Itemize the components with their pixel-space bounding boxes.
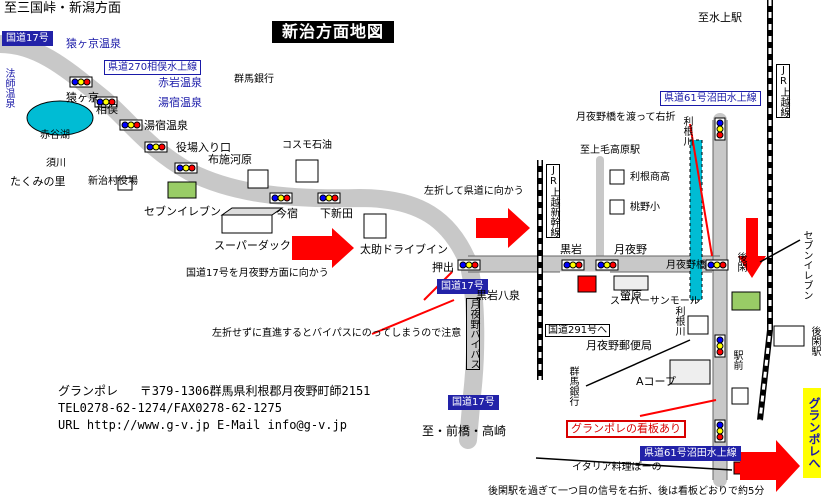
place-shimoshinden: 下新田 <box>320 207 353 220</box>
akaya-lake <box>26 100 94 136</box>
place-gokan-station: 後閑駅 <box>809 326 820 356</box>
seven1-bldg <box>167 181 197 199</box>
place-kuroiwa: 黒岩 <box>560 243 582 256</box>
route-r61-bottom: 県道61号沼田水上線 <box>640 446 741 461</box>
note-granpole-sign: グランポレの看板あり <box>566 420 686 438</box>
place-seven1: セブンイレブン <box>144 205 221 218</box>
place-imashuku: 今宿 <box>276 207 298 220</box>
tasuke-sign <box>363 213 387 239</box>
place-oshide: 押出 <box>432 261 454 274</box>
direction-top-left: 至三国峠・新潟方面 <box>4 1 122 16</box>
momono-bldg <box>609 199 625 215</box>
place-akayako: 赤谷湖 <box>40 130 70 141</box>
river-label-1: 利根川 <box>681 116 692 146</box>
place-a-coop: Aコープ <box>636 375 676 388</box>
place-kuroiwa-hassen: 黒岩八泉 <box>476 289 520 302</box>
arrow-r17 <box>292 228 354 268</box>
black-callout-lines <box>535 239 801 471</box>
kanban-post <box>731 387 749 405</box>
place-gokan: 後閑 <box>735 252 746 272</box>
place-tasuke: 太助ドライブイン <box>360 243 448 256</box>
place-gunma-bank-bottom: 群馬銀行 <box>567 366 578 406</box>
contact-line-1: グランポレ 〒379-1306群馬県利根郡月夜野町師2151 <box>58 384 370 399</box>
bank-top-bldg <box>247 169 269 189</box>
place-post: 月夜野郵便局 <box>586 339 652 352</box>
traffic-signals <box>69 76 729 443</box>
place-yakuba-iriguchi: 役場入り口 <box>176 141 231 154</box>
rail-joetsu <box>757 0 773 421</box>
onsen-sarugakyo: 猿ヶ京温泉 <box>66 37 121 50</box>
post-bldg <box>577 275 597 293</box>
contact-web: URL http://www.g-v.jp E-Mail info@g-v.jp <box>58 418 347 432</box>
arrow-to-granpole <box>740 440 800 492</box>
onsen-yujuku-1: 湯宿温泉 <box>158 96 202 109</box>
road-outlines <box>468 120 728 480</box>
callout-lines <box>371 123 717 417</box>
super-sun-bldg <box>613 275 649 291</box>
map-title: 新治方面地図 <box>272 21 395 43</box>
rail-joetsu-label: JR上越線 <box>776 64 790 118</box>
river-label-2: 利根川 <box>673 306 684 336</box>
route-r270: 県道270相俣水上線 <box>104 60 202 75</box>
note-turn-left: 左折して県道に向かう <box>424 186 524 197</box>
bank-bottom-bldg <box>687 315 709 335</box>
buildings <box>117 159 805 475</box>
place-gunma-bank-top: 群馬銀行 <box>234 74 274 85</box>
route-houshi: 法師温泉 <box>3 68 14 108</box>
contact-address: 〒379-1306群馬県利根郡月夜野町師2151 <box>139 384 371 398</box>
a-coop-bldg <box>669 359 711 385</box>
tone-school-bldg <box>609 169 625 185</box>
place-italian: イタリア料理ぽーの <box>572 462 662 473</box>
station-bldg <box>773 325 805 347</box>
route-r61-top: 県道61号沼田水上線 <box>660 91 761 106</box>
place-tsukiyono: 月夜野 <box>614 243 647 256</box>
direction-top-right: 至水上駅 <box>698 11 742 24</box>
red-arrows <box>292 208 800 492</box>
note-after-station: 後閑駅を過ぎて一つ目の信号を右折、後は看板どおりで約5分 <box>488 486 765 497</box>
onsen-akaiwa: 赤岩温泉 <box>158 76 202 89</box>
place-aimata: 相俣 <box>96 103 118 116</box>
contact-name: グランポレ <box>58 384 119 398</box>
place-takumi: たくみの里 <box>10 175 66 188</box>
place-tsukiyono-bridge: 月夜野橋 <box>666 260 706 271</box>
granpole-direction-sign: グランポレへ <box>803 388 821 478</box>
seven2-bldg <box>731 291 761 311</box>
bypass-label: 月夜野バイパス <box>466 298 480 370</box>
route-r17-mid: 国道17号 <box>437 279 488 294</box>
place-joumou-kogen: 至上毛高原駅 <box>580 145 640 156</box>
arrow-turn-left <box>476 208 530 248</box>
super-duck-bldg <box>221 214 273 234</box>
place-super-sun: スーパーサンモール <box>610 296 700 307</box>
place-cosmo: コスモ石油 <box>282 140 332 151</box>
note-cross-bridge: 月夜野橋を渡って右折 <box>576 112 676 123</box>
place-office: 新治村役場 <box>88 176 138 187</box>
place-hotaru: 螢原 <box>620 289 642 302</box>
place-momono: 桃野小 <box>630 202 660 213</box>
route-r291: 国道291号へ <box>545 324 611 337</box>
gas-station <box>295 159 319 183</box>
arrow-down-gokan <box>738 218 766 278</box>
place-sarugakyo: 猿ヶ京 <box>66 91 99 104</box>
note-r17: 国道17号を月夜野方面に向かう <box>186 268 329 279</box>
direction-bottom: 至・前橋・高崎 <box>422 424 507 438</box>
place-fusegawara: 布施河原 <box>208 153 252 166</box>
route-r17-top: 国道17号 <box>2 31 53 46</box>
route-r17-bottom: 国道17号 <box>448 395 499 410</box>
office-bldg <box>117 177 133 191</box>
place-seven2: セブンイレブン <box>801 230 812 300</box>
contact-phone: TEL0278-62-1274/FAX0278-62-1275 <box>58 401 282 415</box>
rail-shinkansen-label: JR上越新幹線 <box>546 164 560 238</box>
place-sukawa: 須川 <box>46 158 66 169</box>
place-yujuku: 湯宿温泉 <box>144 119 188 132</box>
place-ekimae: 駅前 <box>731 350 742 370</box>
place-super-duck: スーパーダック <box>214 239 291 252</box>
note-no-bypass: 左折せずに直進するとバイパスにのってしまうので注意 <box>212 328 462 339</box>
place-tone-shoko: 利根商高 <box>630 172 670 183</box>
